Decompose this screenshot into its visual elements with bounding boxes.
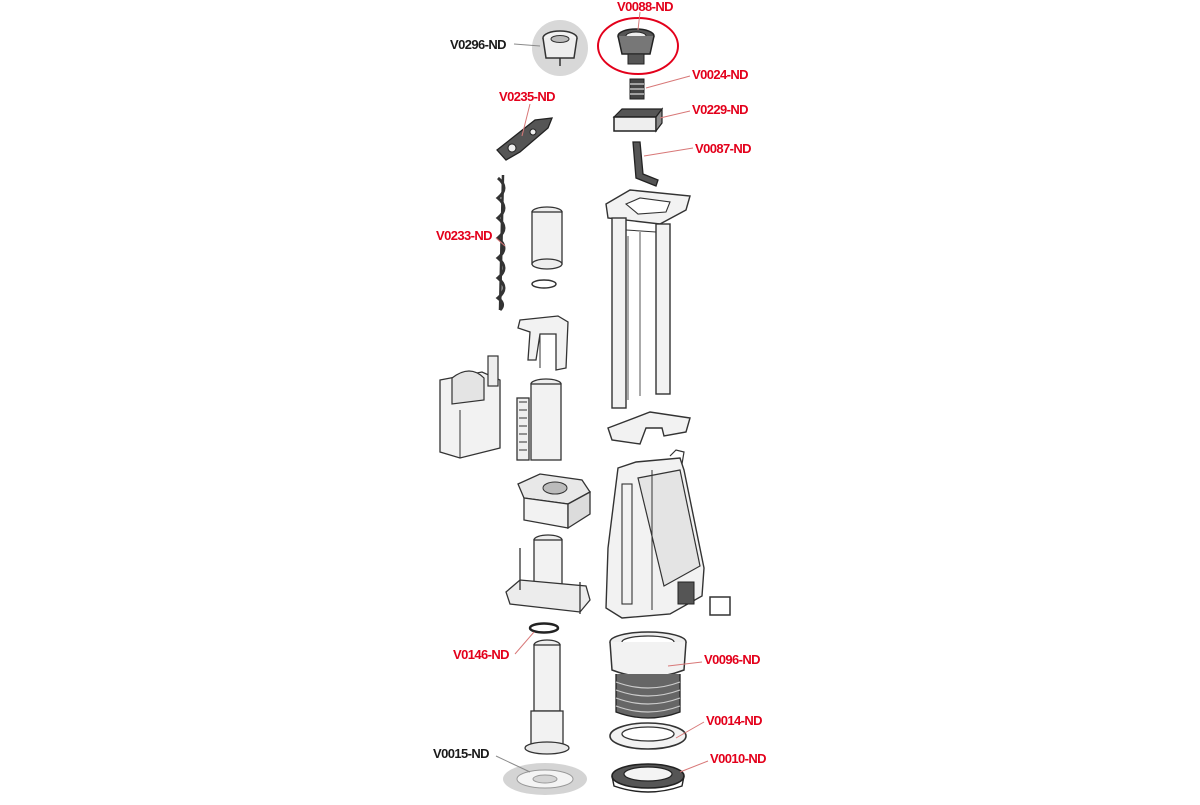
- leader-v0146: [514, 631, 535, 655]
- label-v0010: V0010-ND: [710, 751, 766, 766]
- leader-lines: [495, 11, 709, 773]
- part-v0146-oring: [528, 622, 560, 634]
- part-square-gasket: [709, 596, 731, 616]
- part-labels: V0088-ND V0296-ND V0024-ND V0235-ND V022…: [433, 0, 767, 766]
- part-small-tube: [531, 206, 563, 289]
- part-square-cup: [517, 473, 591, 530]
- label-v0015: V0015-ND: [433, 746, 489, 761]
- part-base-frame: [505, 534, 591, 614]
- leader-v0229: [659, 110, 691, 119]
- label-v0024: V0024-ND: [692, 67, 748, 82]
- label-v0146: V0146-ND: [453, 647, 509, 662]
- label-v0087: V0087-ND: [695, 141, 751, 156]
- label-v0229: V0229-ND: [692, 102, 748, 117]
- leader-v0296: [513, 43, 541, 47]
- part-v0296-cap: [532, 20, 588, 76]
- part-u-bracket: [607, 411, 691, 445]
- label-v0296: V0296-ND: [450, 37, 506, 52]
- leader-v0015: [495, 755, 531, 773]
- part-v0010-nut-ring: [611, 763, 685, 793]
- leader-v0088: [637, 11, 641, 31]
- part-v0096-threaded-nut: [609, 631, 687, 719]
- part-v0024-spring: [629, 78, 645, 100]
- label-v0233: V0233-ND: [436, 228, 492, 243]
- part-v0015-washer: [503, 763, 587, 795]
- part-rack-cylinder: [516, 378, 562, 461]
- part-v0235-clip: [496, 117, 554, 161]
- leader-v0010: [679, 760, 709, 773]
- leader-v0235: [521, 103, 531, 137]
- part-tall-frame: [605, 189, 691, 409]
- label-v0235: V0235-ND: [499, 89, 555, 104]
- part-float-arm: [517, 315, 569, 371]
- leader-v0024: [645, 75, 691, 89]
- label-v0088: V0088-ND: [617, 0, 673, 14]
- part-v0088-button: [597, 17, 679, 75]
- part-float-box: [439, 355, 501, 459]
- leader-v0087: [643, 147, 694, 157]
- part-long-tube: [524, 639, 570, 755]
- part-v0087-lever: [632, 141, 659, 187]
- part-v0014-gasket-ring: [609, 722, 687, 750]
- leader-v0233: [495, 237, 506, 247]
- leader-v0014: [675, 721, 705, 739]
- label-v0096: V0096-ND: [704, 652, 760, 667]
- part-main-housing: [605, 449, 705, 619]
- leader-v0096: [667, 661, 703, 667]
- part-v0229-block: [612, 107, 664, 133]
- label-v0014: V0014-ND: [706, 713, 762, 728]
